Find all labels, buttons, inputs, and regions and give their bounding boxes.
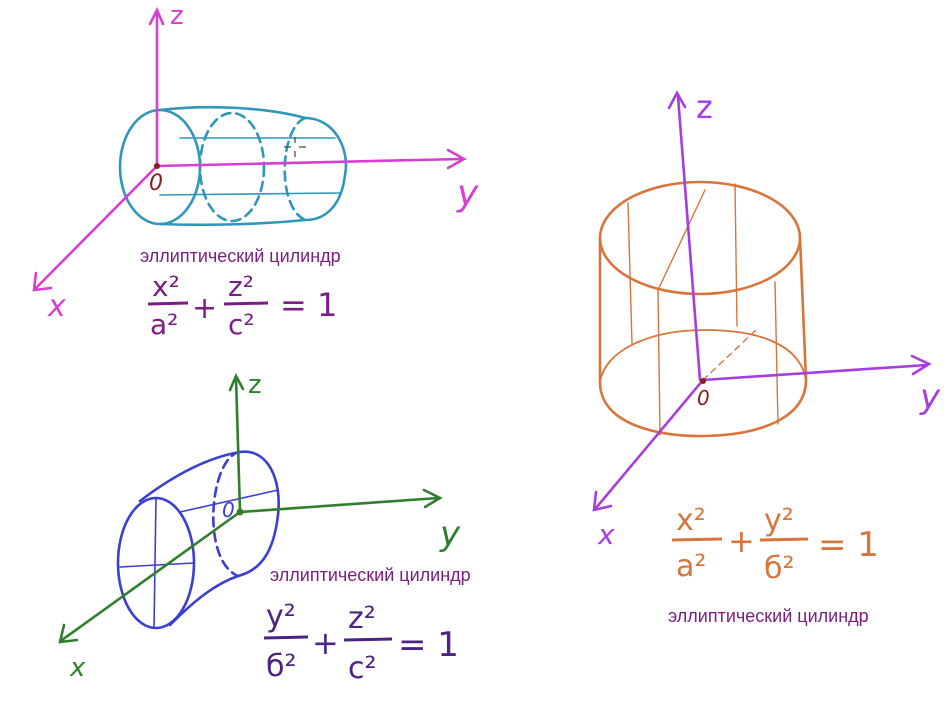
equation-3-den-2: c² (348, 651, 377, 686)
caption-3: эллиптический цилиндр (270, 565, 471, 585)
cylinder-3-ruling (119, 562, 195, 568)
origin-dot-2 (700, 378, 706, 384)
equation-3-bar-2 (343, 637, 393, 642)
cylinder-2 (598, 180, 808, 438)
x-axis-3 (60, 510, 242, 642)
equation-3-num-1: y² (266, 599, 296, 634)
cylinder-2-hidden-radius (702, 329, 757, 381)
cylinder-2-bottom-front (598, 378, 808, 438)
origin-dot-3 (236, 508, 244, 516)
cylinder-3-back-face-hidden (212, 450, 242, 578)
equation-1-bar-1 (147, 301, 189, 306)
cylinder-1-mid-section (198, 111, 266, 223)
equation-3-rhs: = 1 (398, 625, 459, 665)
origin-label-2: 0 (697, 386, 710, 410)
z-arrowhead-1 (148, 6, 165, 26)
z-label-1: z (170, 1, 184, 31)
equation-1-plus: + (192, 291, 217, 326)
y-axis-2 (701, 363, 929, 382)
equation-2: x² a² + y² б² = 1 (671, 503, 879, 586)
x-label-1: x (47, 289, 66, 324)
z-axis-2 (676, 94, 702, 382)
equation-3: y² б² + z² c² = 1 (263, 599, 459, 686)
cylinder-1-back-face-visible (303, 116, 348, 222)
z-axis-3 (234, 376, 242, 514)
y-label-2: y (919, 377, 941, 417)
x-arrowhead-3 (58, 623, 79, 644)
cylinder-2-ruling (774, 281, 779, 425)
cylinder-1 (118, 105, 348, 227)
origin-label-1: 0 (149, 171, 163, 196)
figure-1: 0 z y x эллиптический цилиндр x² a² + z²… (32, 1, 479, 341)
cylinder-2-right-side (798, 236, 808, 382)
cylinder-3-top-edge (138, 450, 242, 503)
equation-3-bar-1 (263, 635, 309, 640)
cylinder-3-ruling (153, 497, 157, 629)
cylinder-2-bottom-back (599, 329, 807, 383)
cylinder-2-ruling (657, 289, 661, 436)
y-arrowhead-1 (446, 148, 467, 170)
y-label-1: y (456, 173, 479, 214)
z-arrowhead-3 (228, 373, 245, 392)
cylinder-1-ruling (159, 192, 341, 196)
axes-2 (592, 90, 932, 512)
equation-3-den-1: б² (266, 649, 297, 684)
caption-1: эллиптический цилиндр (140, 246, 341, 266)
axes-1 (32, 6, 467, 292)
z-label-2: z (696, 88, 713, 126)
cylinder-3-back-face-visible (236, 450, 280, 578)
origin-dot-1 (154, 163, 160, 169)
cylinder-3-ruling (179, 489, 279, 513)
y-arrowhead-2 (910, 354, 932, 376)
x-axis-2 (594, 378, 705, 510)
origin-label-3: 0 (222, 498, 235, 522)
cylinder-3-bottom-edge (168, 574, 240, 627)
equation-1-bar-2 (223, 301, 269, 306)
equation-2-den-2: б² (764, 551, 795, 586)
axes-3 (58, 373, 443, 644)
crosshair-cursor-icon (284, 137, 306, 157)
z-arrowhead-2 (667, 90, 687, 110)
equation-2-num-1: x² (676, 503, 706, 538)
equation-3-num-2: z² (348, 601, 376, 636)
equation-1-num-1: x² (152, 270, 180, 303)
cylinder-1-back-face (283, 116, 307, 222)
equation-2-den-1: a² (676, 549, 706, 584)
y-label-3: y (439, 514, 461, 554)
y-arrowhead-3 (422, 488, 443, 509)
equation-2-num-2: y² (764, 503, 794, 538)
cylinder-1-top-edge (158, 105, 307, 120)
equation-2-bar-1 (671, 537, 723, 542)
cylinder-2-diagonal (657, 189, 706, 291)
equation-3-plus: + (312, 624, 339, 662)
cylinder-1-bottom-edge (158, 218, 307, 227)
equation-1-rhs: = 1 (280, 286, 337, 324)
cylinder-2-ruling (734, 183, 738, 327)
figure-3: 0 z y x эллиптический цилиндр y² б² + z²… (58, 370, 471, 686)
equation-1-den-2: c² (228, 308, 255, 341)
cylinder-2-ruling (627, 202, 633, 345)
equation-2-rhs: = 1 (818, 525, 879, 565)
equation-1: x² a² + z² c² = 1 (147, 270, 337, 341)
equation-1-num-2: z² (228, 270, 254, 303)
equation-1-den-1: a² (150, 308, 178, 341)
equation-2-plus: + (728, 522, 755, 560)
x-label-3: x (69, 653, 86, 683)
z-label-3: z (248, 370, 262, 400)
cylinder-3 (116, 450, 280, 630)
caption-2: эллиптический цилиндр (668, 606, 869, 626)
x-axis-1 (34, 164, 159, 290)
x-arrowhead-2 (592, 490, 613, 512)
y-axis-3 (238, 496, 440, 514)
figure-2: 0 z y x x² a² + y² б² = 1 эллиптический … (592, 88, 941, 626)
y-axis-1 (155, 157, 464, 168)
equation-2-bar-2 (759, 537, 809, 542)
x-arrowhead-1 (32, 271, 53, 292)
x-label-2: x (597, 518, 615, 551)
